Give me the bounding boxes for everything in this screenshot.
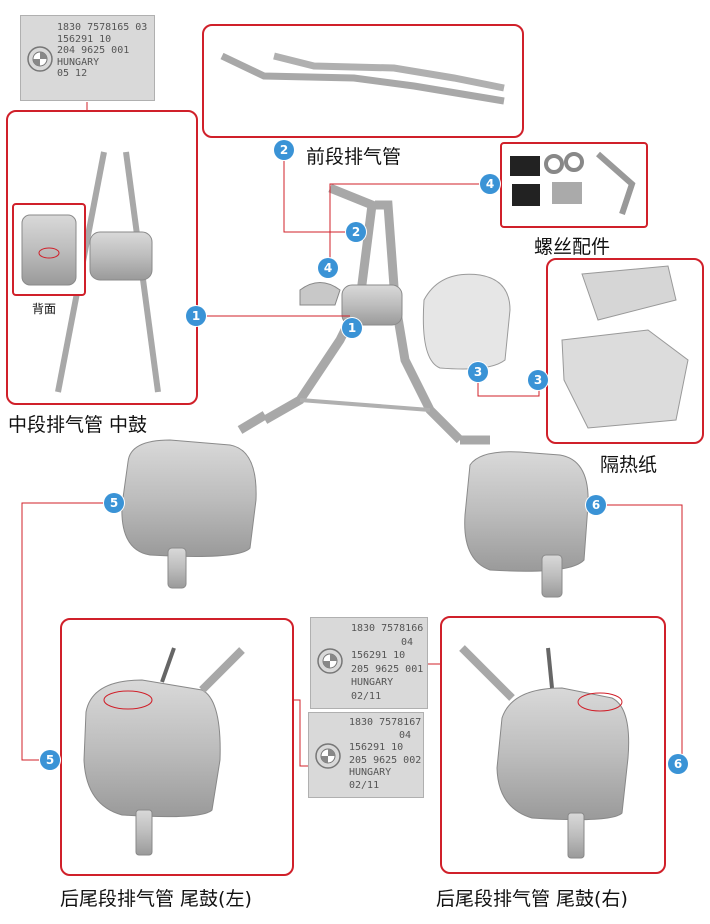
- stamp-line: HUNGARY: [349, 767, 392, 778]
- rear-left-frame: [60, 618, 294, 876]
- stamp-line: HUNGARY: [351, 677, 394, 688]
- stamp-line: 156291 10: [349, 742, 404, 753]
- main-exhaust-assembly: [121, 183, 589, 598]
- stamp-line: 04: [401, 636, 414, 648]
- stamp-line: 1830 7578165 03: [57, 22, 148, 33]
- stamp-line: 156291 10: [351, 650, 406, 661]
- badge-2-center: 2: [346, 222, 366, 242]
- stamp-line: 1830 7578167: [349, 717, 422, 728]
- stamp-line: 156291 10: [57, 33, 112, 45]
- badge-4-top: 4: [480, 174, 500, 194]
- screws-image: [510, 151, 636, 215]
- stamp-line: HUNGARY: [57, 56, 100, 68]
- stamp-rear-right: 1830 7578166 04 156291 10 205 9625 001 H…: [310, 617, 428, 709]
- rear-left-label: 后尾段排气管 尾鼓(左): [60, 888, 252, 910]
- stamp-line: 204 9625 001: [57, 45, 130, 56]
- stamp-line: 205 9625 001: [351, 663, 424, 675]
- bmw-logo-icon: [27, 46, 53, 72]
- front-pipe-label: 前段排气管: [306, 146, 402, 168]
- screws-label: 螺丝配件: [534, 236, 611, 258]
- badge-1-left: 1: [186, 306, 206, 326]
- stamp-mid-pipe: 1830 7578165 03 156291 10 204 9625 001 H…: [20, 15, 155, 101]
- badge-3-right: 3: [528, 370, 548, 390]
- badge-5-bottom: 5: [40, 750, 60, 770]
- rear-right-muffler-image: [459, 645, 630, 859]
- stamp-line: 1830 7578166: [351, 623, 424, 634]
- stamp-line: 02/11: [351, 690, 382, 702]
- badge-2-top: 2: [274, 140, 294, 160]
- rear-right-label: 后尾段排气管 尾鼓(右): [436, 888, 628, 910]
- badge-5-top: 5: [104, 493, 124, 513]
- badge-4-center: 4: [318, 258, 338, 278]
- back-side-label: 背面: [32, 302, 57, 316]
- heat-shield-image: [561, 265, 689, 429]
- stamp-rear-left: 1830 7578167 04 156291 10 205 9625 002 H…: [308, 712, 424, 798]
- stamp-line: 205 9625 002: [349, 754, 422, 766]
- front-pipe-frame: [202, 24, 524, 138]
- back-side-frame: [12, 203, 86, 296]
- front-pipe-image: [220, 52, 505, 105]
- heat-shield-label: 隔热纸: [600, 454, 658, 476]
- heat-shield-frame: [546, 258, 704, 444]
- screws-frame: [500, 142, 648, 228]
- stamp-line: 05 12: [57, 68, 88, 79]
- back-side-image: [21, 214, 77, 286]
- bmw-logo-icon: [315, 743, 341, 769]
- bmw-logo-icon: [317, 648, 343, 674]
- badge-6-bottom: 6: [668, 754, 688, 774]
- mid-pipe-label: 中段排气管 中鼓: [8, 414, 148, 436]
- stamp-line: 04: [399, 729, 412, 741]
- rear-left-muffler-image: [83, 647, 245, 856]
- badge-1-center: 1: [342, 318, 362, 338]
- badge-6-top: 6: [586, 495, 606, 515]
- stamp-line: 02/11: [349, 779, 380, 791]
- badge-3-left: 3: [468, 362, 488, 382]
- rear-right-frame: [440, 616, 666, 874]
